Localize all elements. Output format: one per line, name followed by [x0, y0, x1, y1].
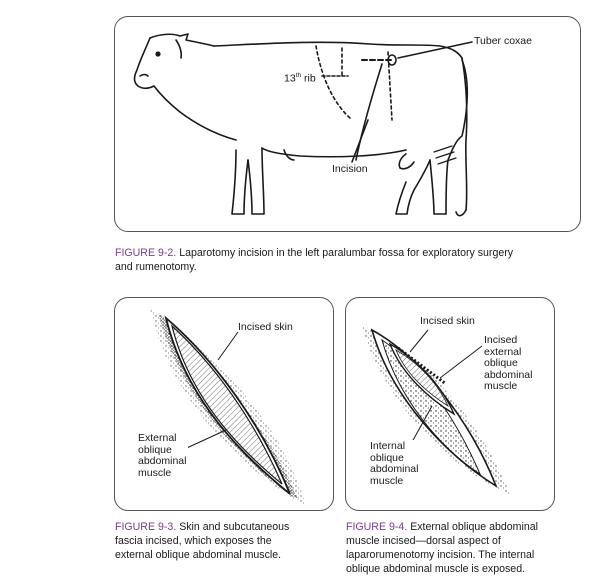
int-muscle-line2: oblique	[370, 451, 404, 464]
muscle-label-line3: abdominal	[138, 455, 187, 467]
ext-muscle-line1: Incised	[484, 334, 518, 346]
figure-9-4-caption-line2: muscle incised—dorsal aspect of	[346, 535, 501, 547]
figure-9-2-panel	[114, 16, 581, 232]
figure-9-4-caption-line4: oblique abdominal muscle is exposed.	[346, 563, 526, 575]
figure-9-4-caption-line1: External oblique abdominal	[410, 521, 538, 533]
figure-9-3-caption-line2: fascia incised, which exposes the	[115, 535, 272, 547]
figure-9-4-external-muscle-label: Incised external oblique abdominal muscl…	[482, 334, 535, 394]
rib-superscript: th	[295, 72, 302, 79]
figure-9-3-incised-skin-label: Incised skin	[238, 321, 293, 333]
figure-9-2-caption-line2: and rumenotomy.	[115, 261, 197, 273]
int-muscle-line1: Internal	[370, 440, 406, 452]
tuber-coxae-label: Tuber coxae	[474, 35, 532, 47]
figure-9-3-caption-line3: external oblique abdominal muscle.	[115, 549, 282, 561]
muscle-label-line1: External	[138, 432, 177, 444]
figure-9-3-caption: FIGURE 9-3. Skin and subcutaneous fascia…	[115, 520, 335, 562]
figure-9-4-caption-line3: laparorumenotomy incision. The internal	[346, 549, 535, 561]
figure-9-2-caption: FIGURE 9-2. Laparotomy incision in the l…	[115, 246, 575, 274]
ext-muscle-line4: abdominal	[484, 368, 533, 381]
figure-9-3-caption-line1: Skin and subcutaneous	[179, 521, 290, 533]
ext-muscle-line3: oblique	[484, 357, 518, 369]
figure-9-4-incised-skin-label: Incised skin	[420, 315, 475, 327]
figure-9-3-muscle-label: External oblique abdominal muscle	[136, 432, 189, 480]
figure-9-3-label: FIGURE 9-3.	[115, 521, 177, 533]
int-muscle-line4: muscle	[370, 474, 404, 487]
figure-9-4-internal-muscle-label: Internal oblique abdominal muscle	[368, 440, 421, 488]
figure-9-2-caption-line1: Laparotomy incision in the left paralumb…	[179, 247, 514, 259]
figure-9-4-label: FIGURE 9-4.	[346, 521, 408, 533]
rib-suffix: rib	[301, 72, 316, 85]
rib-number: 13	[284, 72, 296, 85]
thirteenth-rib-label: 13th rib	[284, 70, 316, 85]
ext-muscle-line2: external	[484, 345, 522, 358]
figure-9-4-caption: FIGURE 9-4. External oblique abdominal m…	[346, 520, 582, 576]
ext-muscle-line5: muscle	[484, 380, 518, 392]
incision-label: Incision	[332, 163, 368, 175]
int-muscle-line3: abdominal	[370, 463, 419, 475]
figure-9-2-label: FIGURE 9-2.	[115, 247, 177, 259]
muscle-label-line2: oblique	[138, 443, 172, 456]
muscle-label-line4: muscle	[138, 466, 172, 479]
